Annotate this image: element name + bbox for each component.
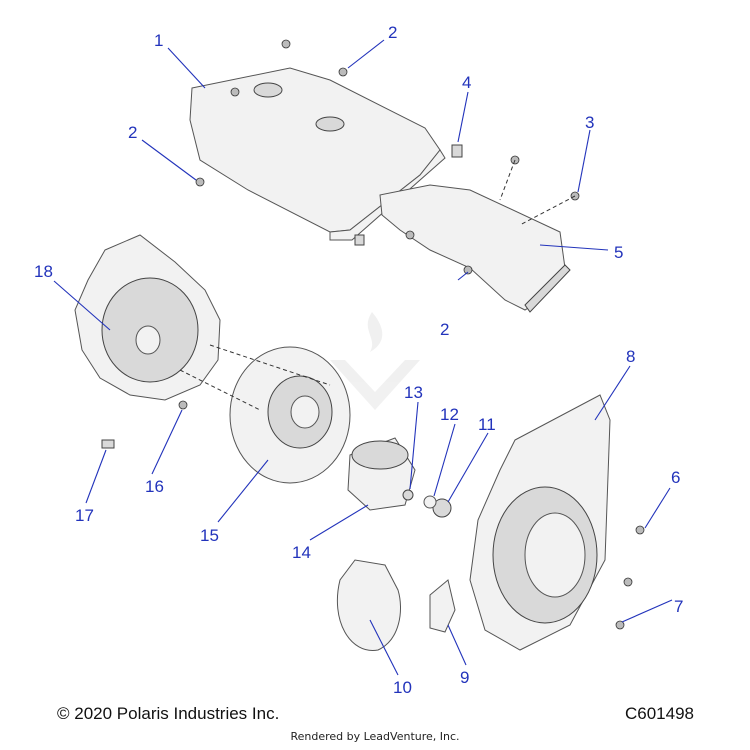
bolt-part — [463, 265, 473, 275]
bolt-part — [178, 400, 188, 410]
bolt-part — [405, 230, 415, 240]
side-duct-part — [379, 184, 571, 313]
callout-10: 10 — [393, 678, 412, 697]
bolt-part — [281, 39, 291, 49]
starter-handle-part — [336, 559, 401, 651]
small-block-part — [354, 234, 365, 246]
callout-15: 15 — [200, 526, 219, 545]
callout-2-top: 2 — [388, 23, 397, 42]
callout-2-bottom: 2 — [440, 320, 449, 339]
callouts: 1 2 2 2 3 4 5 6 7 8 9 10 11 12 13 14 15 … — [34, 23, 683, 697]
diagram-code: C601498 — [624, 704, 694, 723]
washer-part — [423, 495, 437, 509]
starter-cup-part — [347, 437, 416, 511]
backplate-part — [74, 234, 221, 401]
callout-1: 1 — [154, 31, 163, 50]
clip-part — [101, 439, 115, 449]
bolt-part — [230, 87, 240, 97]
copyright-text: © 2020 Polaris Industries Inc. — [57, 704, 280, 723]
bolt-part — [338, 67, 348, 77]
rendered-by-text: Rendered by LeadVenture, Inc. — [290, 730, 460, 743]
bolt-part — [402, 489, 414, 501]
recoil-housing-part — [469, 394, 611, 651]
bolt-part — [615, 620, 625, 630]
callout-18: 18 — [34, 262, 53, 281]
assembly-line — [179, 369, 261, 411]
leadventure-watermark-logo — [330, 312, 420, 410]
callout-16: 16 — [145, 477, 164, 496]
small-block-part — [451, 144, 463, 158]
callout-5: 5 — [614, 243, 623, 262]
bolt-part — [623, 577, 633, 587]
leader-lines — [53, 39, 673, 676]
callout-4: 4 — [462, 73, 471, 92]
callout-8: 8 — [626, 347, 635, 366]
assembly-line — [499, 159, 516, 201]
bolt-part — [195, 177, 205, 187]
callout-13: 13 — [404, 383, 423, 402]
assembly-line — [209, 344, 331, 386]
callout-3: 3 — [585, 113, 594, 132]
rope-guide-part — [429, 579, 456, 633]
callout-12: 12 — [440, 405, 459, 424]
top-shroud-part — [189, 67, 446, 241]
callout-11: 11 — [478, 415, 496, 434]
callout-9: 9 — [460, 668, 469, 687]
callout-2-left: 2 — [128, 123, 137, 142]
callout-17: 17 — [75, 506, 94, 525]
callout-14: 14 — [292, 543, 311, 562]
assembly-line — [519, 195, 576, 226]
bolt-part — [635, 525, 645, 535]
nut-part — [432, 498, 452, 518]
cooling-fan-part — [229, 346, 351, 484]
callout-7: 7 — [674, 597, 683, 616]
callout-6: 6 — [671, 468, 680, 487]
